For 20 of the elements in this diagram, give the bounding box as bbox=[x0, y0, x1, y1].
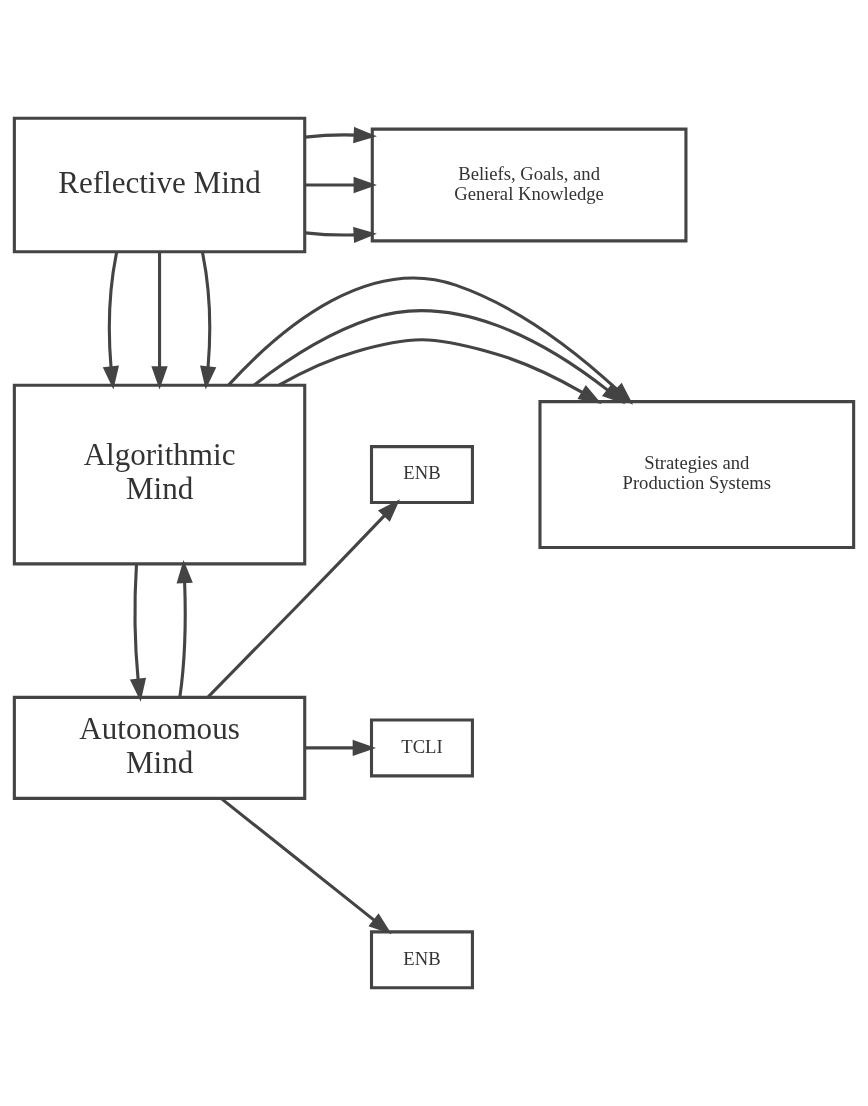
arrow bbox=[278, 338, 602, 404]
node-box: ENB bbox=[369, 445, 474, 505]
node-box: Autonomous Mind bbox=[12, 695, 307, 800]
node-box: TCLI bbox=[369, 718, 474, 778]
arrow bbox=[129, 564, 147, 702]
arrow bbox=[151, 252, 168, 390]
arrow bbox=[305, 126, 377, 144]
arrow bbox=[176, 559, 193, 698]
node-box: Reflective Mind bbox=[12, 116, 307, 254]
arrow bbox=[207, 499, 400, 698]
arrow bbox=[305, 226, 377, 244]
node-box: Strategies and Production Systems bbox=[538, 400, 856, 550]
node-box: Beliefs, Goals, and General Knowledge bbox=[370, 127, 688, 243]
arrow bbox=[305, 739, 376, 757]
arrow bbox=[305, 176, 377, 194]
arrow bbox=[200, 252, 217, 390]
arrow bbox=[220, 797, 392, 935]
node-box: Algorithmic Mind bbox=[12, 383, 307, 566]
node-box: ENB bbox=[369, 930, 474, 990]
arrow bbox=[102, 252, 120, 390]
